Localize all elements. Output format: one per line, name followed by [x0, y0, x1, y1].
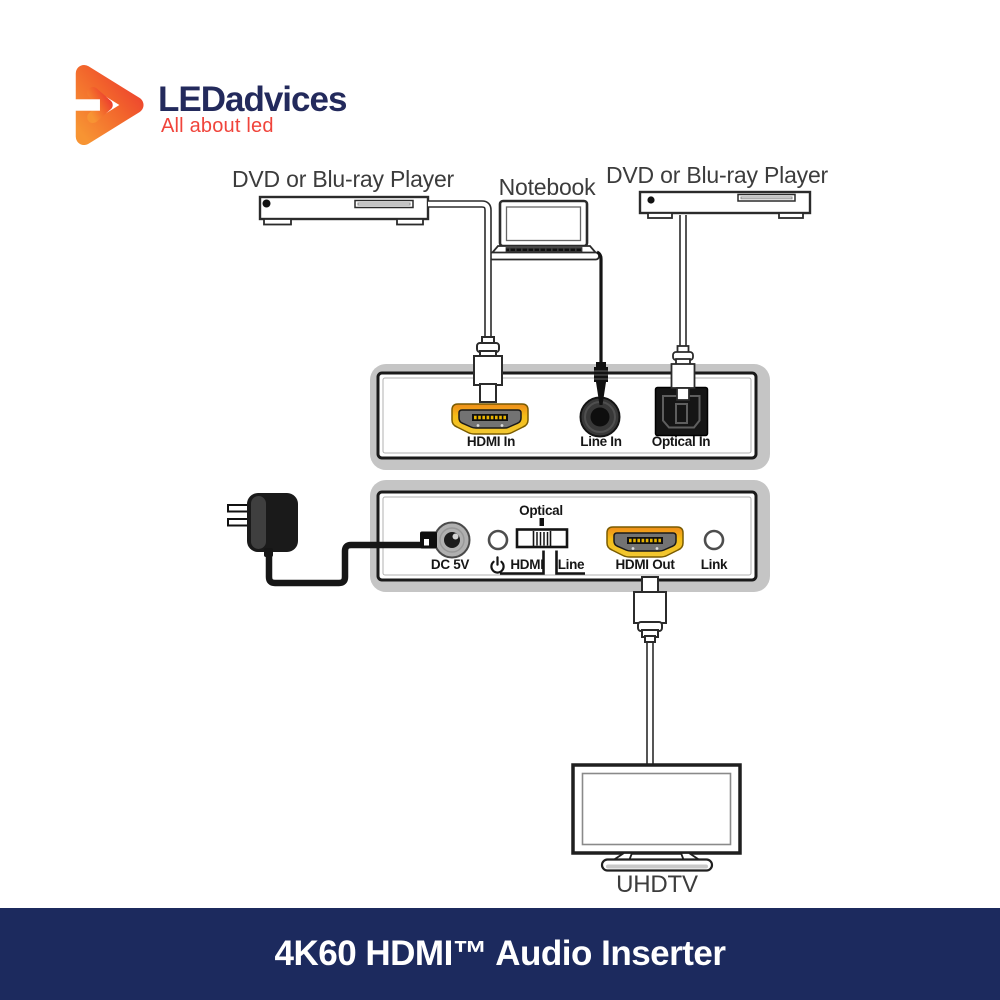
dvd-left-disc-slot: [354, 199, 414, 209]
switch-line-label: Line: [557, 557, 585, 572]
line-in-plug: [594, 362, 608, 405]
link-led: [703, 529, 725, 551]
dc-power-jack: [433, 521, 471, 559]
power-adapter: [227, 493, 437, 587]
logo-brand-text: LEDadvices: [158, 80, 347, 119]
optical-in-plug: [670, 345, 696, 401]
logo-tagline-text: All about led: [161, 115, 274, 137]
inserter-input-panel: [370, 364, 770, 470]
line-in-label: Line In: [580, 434, 622, 449]
uhdtv-label: UHDTV: [616, 871, 698, 898]
power-cable: [265, 541, 424, 587]
hdmi-in-port: [450, 402, 530, 436]
dvd-player-left: [258, 195, 430, 226]
product-title: 4K60 HDMI™ Audio Inserter: [274, 934, 726, 973]
dvd-left-label: DVD or Blu-ray Player: [231, 166, 455, 192]
notebook-device: [488, 199, 600, 261]
inserter-output-panel: [370, 480, 770, 592]
hdmi-in-cable: [428, 200, 492, 340]
switch-line-bracket: [555, 550, 585, 575]
title-banner: 4K60 HDMI™ Audio Inserter: [0, 908, 1000, 1000]
dvd-right-label: DVD or Blu-ray Player: [605, 162, 829, 188]
switch-hdmi-label: HDMI: [510, 557, 544, 572]
dc5v-label: DC 5V: [430, 557, 470, 572]
dvd-player-right: [638, 190, 812, 219]
source-switch: [515, 518, 569, 549]
dvd-right-disc-slot: [737, 193, 796, 202]
switch-tick: [539, 518, 544, 526]
uhdtv-device: [571, 763, 742, 872]
hdmi-out-label: HDMI Out: [615, 557, 675, 572]
hdmi-in-label: HDMI In: [466, 434, 516, 449]
power-led: [487, 529, 509, 551]
switch-optical-label: Optical: [519, 503, 563, 518]
optical-in-label: Optical In: [651, 434, 711, 449]
link-label: Link: [700, 557, 728, 572]
logo: LEDadvices All about led: [63, 59, 383, 159]
line-in-cable: [596, 250, 603, 366]
hdmi-out-port: [605, 525, 685, 559]
play-logo-icon: [63, 64, 144, 146]
dvd-right-power-dot: [647, 196, 655, 204]
hdmi-in-plug: [473, 336, 503, 403]
hdmi-out-plug: [633, 576, 667, 643]
dvd-left-power-dot: [262, 199, 271, 208]
notebook-label: Notebook: [498, 174, 596, 200]
switch-hdmi-bracket: [500, 550, 545, 575]
power-icon: [490, 556, 505, 574]
